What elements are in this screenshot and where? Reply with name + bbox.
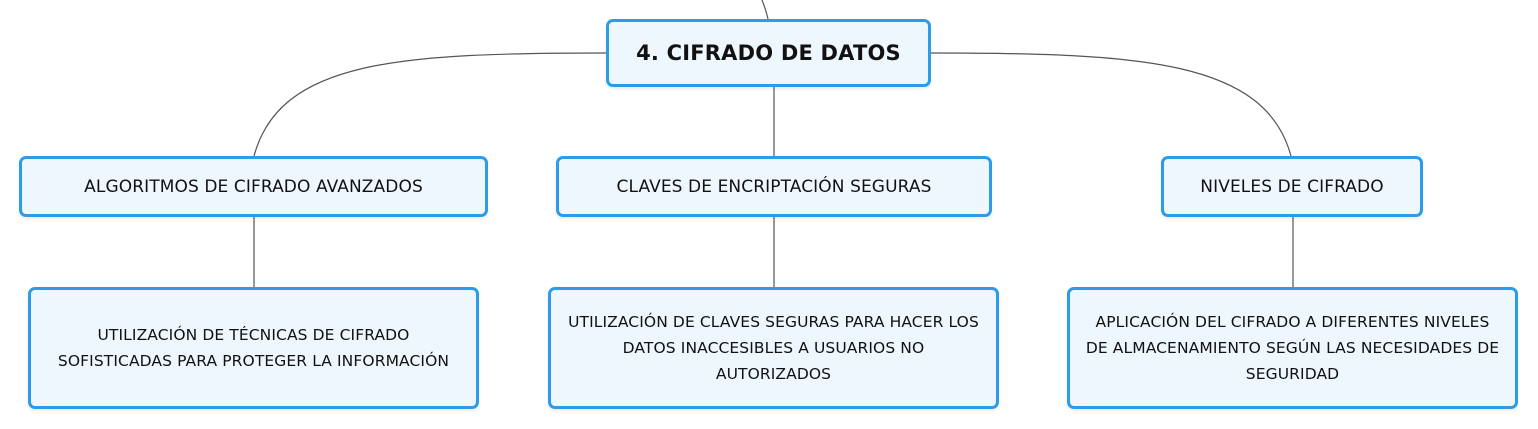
branch-title: ALGORITMOS DE CIFRADO AVANZADOS xyxy=(84,176,423,197)
detail-line: DE ALMACENAMIENTO SEGÚN LAS NECESIDADES … xyxy=(1085,339,1500,357)
detail-line: AUTORIZADOS xyxy=(715,365,832,383)
detail-text: UTILIZACIÓN DE TÉCNICAS DE CIFRADO SOFIS… xyxy=(58,322,449,374)
branch-node-claves[interactable]: CLAVES DE ENCRIPTACIÓN SEGURAS xyxy=(556,156,992,217)
connector-parent-to-root xyxy=(761,0,769,20)
detail-line: UTILIZACIÓN DE TÉCNICAS DE CIFRADO xyxy=(97,326,410,344)
detail-line: SOFISTICADAS PARA PROTEGER LA INFORMACIÓ… xyxy=(57,352,450,370)
detail-line: DATOS INACCESIBLES A USUARIOS NO xyxy=(622,339,925,357)
detail-text: APLICACIÓN DEL CIFRADO A DIFERENTES NIVE… xyxy=(1086,309,1499,387)
connector-root-to-branch-1 xyxy=(253,52,607,157)
root-label: 4. CIFRADO DE DATOS xyxy=(636,41,901,65)
root-node[interactable]: 4. CIFRADO DE DATOS xyxy=(606,19,931,87)
detail-node-claves[interactable]: UTILIZACIÓN DE CLAVES SEGURAS PARA HACER… xyxy=(548,287,999,409)
connector-root-to-branch-3 xyxy=(930,52,1292,157)
detail-line: UTILIZACIÓN DE CLAVES SEGURAS PARA HACER… xyxy=(568,313,979,331)
branch-title: NIVELES DE CIFRADO xyxy=(1200,176,1384,197)
detail-line: SEGURIDAD xyxy=(1245,365,1340,383)
branch-node-niveles[interactable]: NIVELES DE CIFRADO xyxy=(1161,156,1423,217)
detail-node-algoritmos[interactable]: UTILIZACIÓN DE TÉCNICAS DE CIFRADO SOFIS… xyxy=(28,287,479,409)
detail-line: APLICACIÓN DEL CIFRADO A DIFERENTES NIVE… xyxy=(1095,313,1490,331)
branch-node-algoritmos[interactable]: ALGORITMOS DE CIFRADO AVANZADOS xyxy=(19,156,488,217)
branch-title: CLAVES DE ENCRIPTACIÓN SEGURAS xyxy=(616,176,932,197)
detail-node-niveles[interactable]: APLICACIÓN DEL CIFRADO A DIFERENTES NIVE… xyxy=(1067,287,1518,409)
detail-text: UTILIZACIÓN DE CLAVES SEGURAS PARA HACER… xyxy=(568,309,979,387)
